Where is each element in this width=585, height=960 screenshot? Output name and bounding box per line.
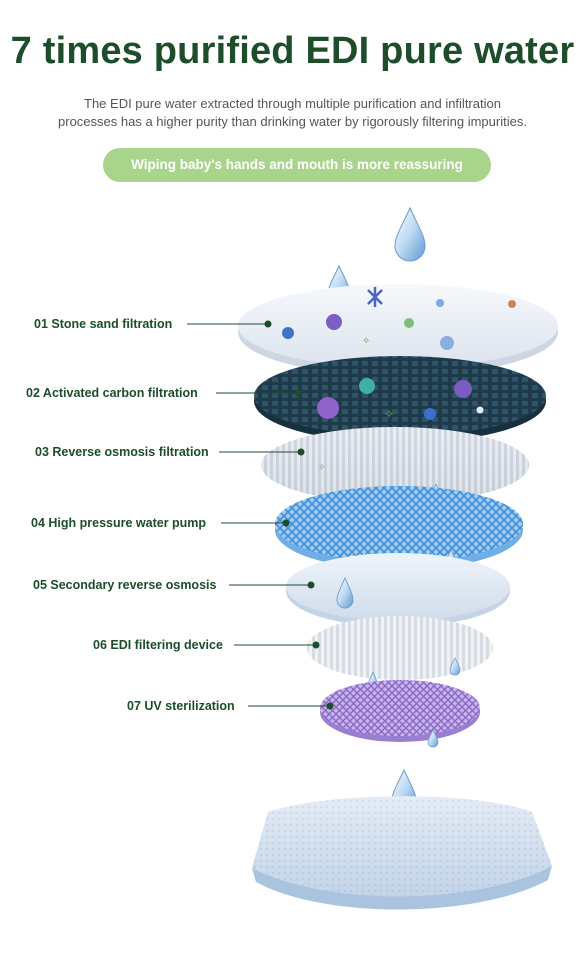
layer-label-uv-sterilization: 07 UV sterilization: [127, 699, 235, 713]
layer-label-edi-device: 06 EDI filtering device: [93, 638, 223, 652]
layer-label-high-pressure-pump: 04 High pressure water pump: [31, 516, 207, 530]
water-drop-icon: [336, 576, 354, 609]
layer-label-activated-carbon: 02 Activated carbon filtration: [26, 386, 198, 400]
water-drop-icon: [427, 729, 439, 748]
uv-sterilization-disc-icon: [320, 680, 480, 742]
layer-label-secondary-osmosis: 05 Secondary reverse osmosis: [33, 578, 217, 592]
water-drop-icon: [449, 657, 461, 676]
stone-sand-disc-icon: ✧: [238, 284, 558, 376]
layer-label-reverse-osmosis: 03 Reverse osmosis filtration: [35, 445, 209, 459]
pressure-mesh-disc-icon: [275, 486, 523, 570]
subtitle-line-1: The EDI pure water extracted through mul…: [84, 96, 501, 111]
activated-carbon-disc-icon: ✧: [254, 356, 546, 443]
reassuring-badge: Wiping baby's hands and mouth is more re…: [103, 148, 491, 182]
secondary-osmosis-disc-icon: [286, 553, 510, 627]
leader-lines: [187, 320, 334, 710]
page-subtitle: The EDI pure water extracted through mul…: [20, 95, 565, 131]
page-title: 7 times purified EDI pure water: [10, 30, 575, 72]
svg-text:✧: ✧: [318, 463, 326, 473]
edi-filter-disc-icon: [307, 616, 493, 680]
svg-text:✧: ✧: [362, 336, 370, 347]
wet-wipe-icon: [252, 796, 552, 910]
layer-label-stone-sand: 01 Stone sand filtration: [34, 317, 173, 331]
svg-text:✧: ✧: [384, 407, 394, 421]
reverse-osmosis-disc-icon: ✧: [261, 427, 529, 503]
subtitle-line-2: processes has a higher purity than drink…: [58, 114, 527, 129]
water-drop-icon: [394, 206, 426, 262]
